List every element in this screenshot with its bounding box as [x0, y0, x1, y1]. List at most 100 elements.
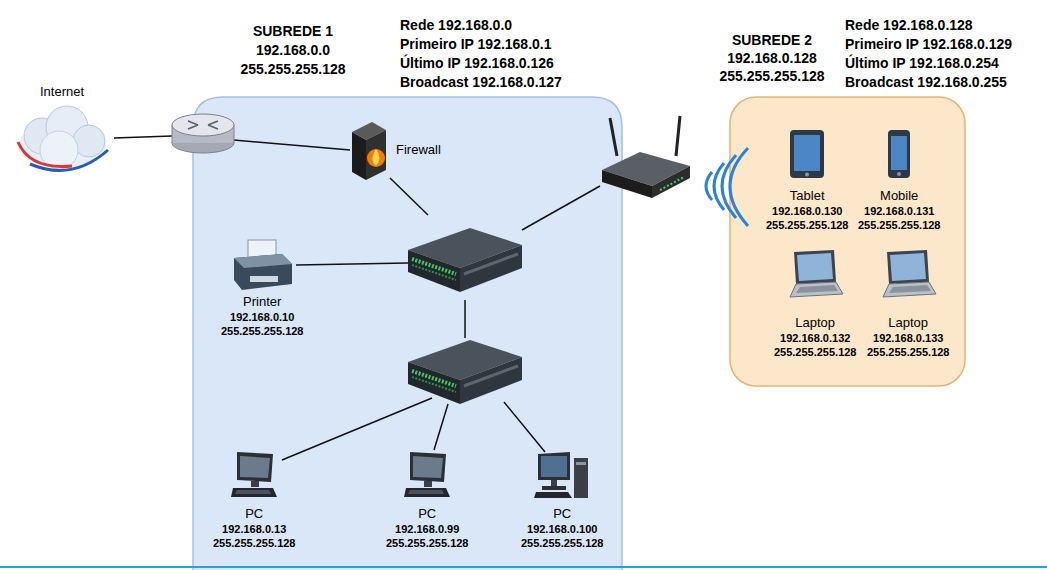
subnet-mask: 255.255.255.128 [221, 324, 304, 338]
icon-part [367, 149, 385, 167]
network-info: Rede 192.168.0.128 [845, 16, 973, 35]
switch-symbol [408, 228, 522, 292]
device-name: PC [418, 506, 436, 522]
icon-part [574, 458, 588, 498]
drawing-part [652, 166, 690, 198]
icon-part [237, 452, 273, 482]
network-info: Último IP 192.168.0.126 [400, 54, 554, 73]
subnet-heading: SUBREDE 1 [213, 22, 373, 41]
laptop-icon [879, 248, 937, 303]
icon-part [235, 490, 271, 494]
ip-address: 192.168.0.130 [772, 204, 842, 218]
icon-part [888, 130, 910, 178]
subnet-heading-block: SUBREDE 1192.168.0.0255.255.255.128 [213, 22, 373, 79]
ip-address: 192.168.0.13 [222, 522, 286, 536]
icon-part [240, 456, 270, 478]
tablet-icon [787, 128, 827, 180]
printer-device: Printer192.168.0.10255.255.255.128 [217, 236, 308, 338]
drawing-part [234, 140, 350, 150]
icon-part [796, 285, 838, 293]
icon-part [30, 150, 108, 170]
drawing-part [114, 136, 172, 138]
icon-part [18, 142, 72, 167]
internet-cloud: Internet [8, 84, 116, 178]
network-info: Primeiro IP 192.168.0.129 [845, 35, 1012, 54]
pc-icon [229, 450, 279, 500]
drawing-part [730, 148, 748, 226]
icon-part [234, 254, 292, 268]
icon-part [897, 172, 901, 176]
pc-device: PC192.168.0.100255.255.255.128 [517, 450, 608, 550]
mobile-icon [886, 128, 912, 180]
subnet-heading: 192.168.0.0 [213, 41, 373, 60]
firewall-icon [348, 120, 390, 180]
ip-address: 192.168.0.133 [873, 331, 943, 345]
icon-part [794, 250, 836, 284]
icon-part [794, 135, 820, 171]
device-name: PC [245, 506, 263, 522]
pc-device: PC192.168.0.99255.255.255.128 [382, 450, 473, 550]
firewall-device: Firewall [348, 120, 441, 180]
device-name: Printer [243, 294, 281, 310]
ip-address: 192.168.0.10 [230, 310, 294, 324]
icon-part [404, 488, 450, 497]
icon-part [413, 456, 443, 478]
switch-symbol [408, 340, 522, 404]
network-info: Primeiro IP 192.168.0.1 [400, 35, 552, 54]
icon-part [534, 492, 572, 498]
pc-device: PC192.168.0.13255.255.255.128 [209, 450, 300, 550]
ip-address: 192.168.0.99 [395, 522, 459, 536]
wireless-signal [706, 148, 748, 226]
network-info-block: Rede 192.168.0.128 [845, 16, 973, 35]
ip-address: 192.168.0.100 [527, 522, 597, 536]
network-info: Broadcast 192.168.0.127 [400, 73, 562, 92]
laptop-device: Laptop192.168.0.133255.255.255.128 [863, 248, 954, 359]
subnet-heading: SUBREDE 2 [692, 31, 852, 49]
bottom-rule [0, 566, 1047, 568]
subnet-mask: 255.255.255.128 [858, 218, 941, 232]
icon-part [797, 253, 833, 281]
subnet-heading-block: SUBREDE 2192.168.0.128255.255.255.128 [692, 31, 852, 85]
icon-part [234, 254, 292, 290]
network-info-block: Último IP 192.168.0.254 [845, 54, 999, 73]
icon-part [366, 130, 386, 180]
network-name: Internet [40, 84, 84, 100]
network-cables [114, 136, 600, 460]
laptop-icon [786, 248, 844, 303]
pc-icon [402, 450, 452, 500]
network-info-block: Rede 192.168.0.0 [400, 16, 512, 35]
icon-part [890, 253, 926, 281]
icon-part [887, 250, 929, 284]
network-info: Último IP 192.168.0.254 [845, 54, 999, 73]
device-name: Laptop [795, 315, 835, 331]
subnet-mask: 255.255.255.128 [521, 536, 604, 550]
icon-part [408, 490, 444, 494]
drawing-part [464, 300, 466, 338]
tablet-device: Tablet192.168.0.130255.255.255.128 [762, 128, 853, 232]
router-symbol [172, 114, 234, 153]
drawing-part [706, 172, 712, 200]
drawing-part [296, 263, 408, 265]
device-name: PC [553, 506, 571, 522]
icon-part [805, 173, 809, 177]
network-info: Rede 192.168.0.0 [400, 16, 512, 35]
drawing-part [434, 404, 448, 450]
device-name: Laptop [888, 315, 928, 331]
drawing-part [504, 402, 545, 452]
network-info-block: Broadcast 192.168.0.127 [400, 73, 562, 92]
subnet-1-area [193, 97, 622, 570]
icon-part [251, 481, 259, 487]
device-name: Mobile [880, 188, 918, 204]
subnet-heading: 192.168.0.128 [692, 49, 852, 67]
drawing-part [602, 170, 652, 198]
icon-part [424, 481, 432, 487]
drawing-part [282, 398, 432, 460]
icon-part [576, 462, 586, 465]
laptop-device: Laptop192.168.0.132255.255.255.128 [770, 248, 861, 359]
printer-icon [230, 236, 294, 294]
device-name: Firewall [396, 142, 441, 158]
subnet-mask: 255.255.255.128 [867, 345, 950, 359]
subnet-mask: 255.255.255.128 [774, 345, 857, 359]
network-info: Broadcast 192.168.0.255 [845, 73, 1007, 92]
icon-part [538, 452, 570, 480]
